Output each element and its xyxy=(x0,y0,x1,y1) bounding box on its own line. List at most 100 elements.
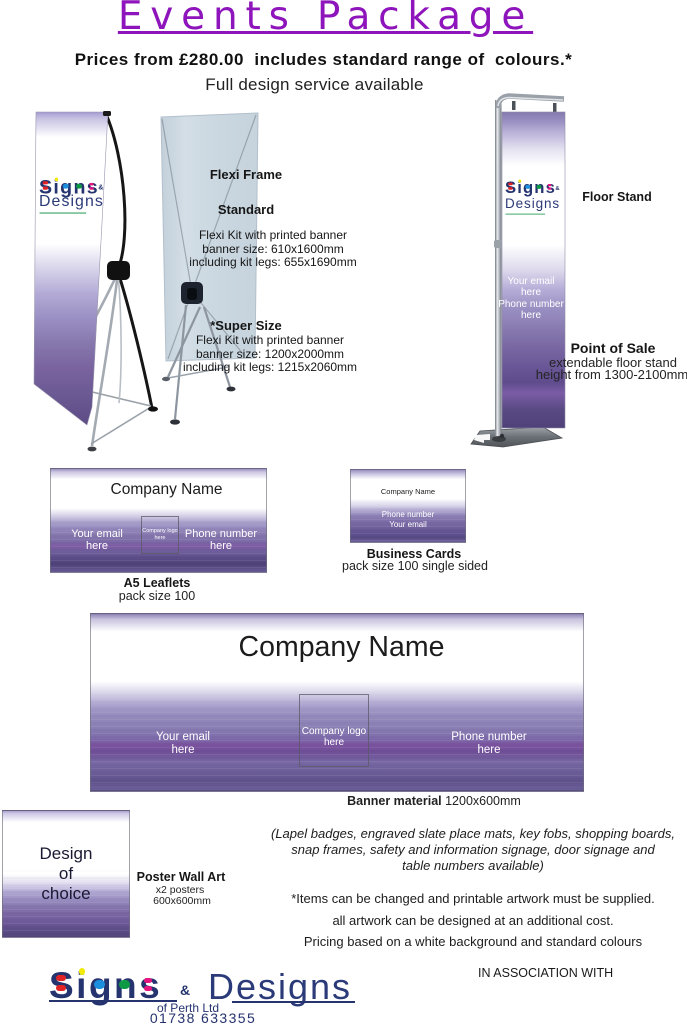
flexi-frame-heading: Flexi Frame xyxy=(209,167,283,182)
a5-logo-box: Company logo here xyxy=(141,516,179,554)
x-banner-print xyxy=(33,111,109,426)
brand-tagline: of Perth Ltd xyxy=(156,1001,220,1015)
logo-pink-dot xyxy=(89,182,94,186)
logo-green-dot xyxy=(119,980,130,989)
banner-material-caption: Banner material 1200x600mm xyxy=(234,794,634,808)
logo-red-dot xyxy=(508,182,513,186)
brand-signs: Signs xyxy=(39,177,99,197)
logo-red-dot xyxy=(56,985,66,991)
poster-sub1: x2 posters xyxy=(155,884,205,896)
a5-logo-box-text: Company logo here xyxy=(142,528,178,541)
x-banner-hub xyxy=(107,261,130,280)
x-banner-logo: Signs & Designs xyxy=(39,177,219,214)
brand-amp: & xyxy=(98,183,104,192)
banner-material-graphic: Company Name Your email here Company log… xyxy=(90,613,584,792)
super-size-spec-lines: Flexi Kit with printed banner banner siz… xyxy=(150,333,390,375)
point-of-sale-line2: height from 1300-2100mm xyxy=(535,367,687,382)
a5-leaflet-graphic: Company Name Your email here Company log… xyxy=(50,468,267,573)
floor-stand-label: Floor Stand xyxy=(582,190,652,204)
spec-line: including kit legs: 1215x2060mm xyxy=(182,360,358,374)
footer-logo: Signs & Designs of Perth Ltd 01738 63335… xyxy=(28,967,368,1024)
floor-stand-print xyxy=(501,111,566,429)
business-cards-caption-sub: pack size 100 single sided xyxy=(342,559,488,573)
extras-paragraph: (Lapel badges, engraved slate place mats… xyxy=(253,826,687,874)
logo-green-dot xyxy=(536,184,542,189)
brand-signs: Signs xyxy=(49,967,162,1004)
extras-line: snap frames, safety and information sign… xyxy=(291,842,655,857)
logo-pink-dot xyxy=(547,183,552,187)
banner-material-caption-size: 1200x600mm xyxy=(441,794,521,808)
business-cards-caption: Business Cards xyxy=(366,547,462,561)
standard-heading: Standard xyxy=(217,202,275,217)
brand-designs: Designs xyxy=(208,966,353,1007)
logo-blue-dot xyxy=(62,183,69,189)
floor-stand-logo: Signs & Designs xyxy=(505,179,658,215)
design-service-line: Full design service available xyxy=(205,75,424,94)
point-of-sale-heading: Point of Sale xyxy=(570,340,656,356)
bc-company-name: Company Name xyxy=(380,487,436,496)
bm-logo-box-text: Company logo here xyxy=(301,726,367,748)
bm-company-name: Company Name xyxy=(238,631,445,663)
poster-caption: Poster Wall Art xyxy=(136,870,226,884)
bm-phone: Phone number here xyxy=(451,731,527,756)
extras-line: (Lapel badges, engraved slate place mats… xyxy=(271,826,675,841)
a5-phone: Phone number here xyxy=(184,528,258,552)
bc-phone: Phone number xyxy=(381,510,435,519)
flexi-frame-rear-graphic xyxy=(160,112,259,425)
brand-designs: Designs xyxy=(39,192,104,210)
floor-stand-graphic xyxy=(470,93,566,448)
a5-email: Your email here xyxy=(71,528,123,552)
logo-blue-dot xyxy=(525,184,531,189)
logo-underline-signs xyxy=(49,1000,177,1002)
logo-pink-dot xyxy=(89,186,94,190)
point-of-sale-line1: extendable floor stand xyxy=(549,355,677,370)
logo-yellow-dot xyxy=(518,179,522,183)
logo-green-underline xyxy=(39,212,87,214)
brand-signs: Signs xyxy=(505,179,556,196)
floor-stand-pole xyxy=(495,100,502,440)
logo-yellow-dot xyxy=(54,177,59,181)
logo-green-dot xyxy=(76,183,82,189)
brand-phone: 01738 633355 xyxy=(149,1010,257,1024)
a5-company-name: Company Name xyxy=(110,481,223,498)
banner-material-caption-bold: Banner material xyxy=(347,794,442,808)
logo-red-dot xyxy=(508,187,513,190)
a5-caption: A5 Leaflets xyxy=(123,576,191,590)
note-artwork: all artwork can be designed at an additi… xyxy=(332,913,614,928)
bm-logo-box: Company logo here xyxy=(299,694,369,767)
x-banner-stand-graphic xyxy=(33,111,158,452)
logo-yellow-dot xyxy=(78,968,85,975)
logo-underline-designs xyxy=(232,1001,355,1003)
spec-line: banner size: 610x1600mm xyxy=(202,241,344,256)
super-size-heading: *Super Size xyxy=(210,318,282,333)
logo-red-dot xyxy=(42,181,49,185)
brand-amp: & xyxy=(555,184,560,192)
note-items: *Items can be changed and printable artw… xyxy=(291,891,655,906)
bm-email: Your email here xyxy=(156,731,210,756)
business-card-graphic: Company Name Phone number Your email xyxy=(350,469,466,543)
floor-banner-phone: Phone number here xyxy=(498,299,564,321)
logo-green-underline xyxy=(505,213,546,215)
logo-blue-dot xyxy=(94,980,105,989)
spec-line: including kit legs: 655x1690mm xyxy=(189,255,357,269)
poster-sub2: 600x600mm xyxy=(153,895,211,907)
page-title: Events Package xyxy=(117,0,534,39)
bc-email: Your email xyxy=(389,520,427,529)
price-line: Prices from £280.00 includes standard ra… xyxy=(74,50,573,69)
spec-line: banner size: 1200x2000mm xyxy=(195,346,345,361)
note-pricing: Pricing based on a white background and … xyxy=(303,934,643,949)
extras-line: table numbers available) xyxy=(402,858,544,873)
logo-pink-dot xyxy=(144,978,152,983)
brand-designs: Designs xyxy=(505,196,561,211)
logo-pink-dot xyxy=(547,187,552,190)
floor-stand-base xyxy=(470,426,564,448)
brand-amp: & xyxy=(180,982,191,998)
standard-spec-lines: Flexi Kit with printed banner banner siz… xyxy=(153,228,393,270)
spec-line: Flexi Kit with printed banner xyxy=(198,228,348,242)
poster-text: Design of choice xyxy=(39,844,93,903)
logo-red-dot xyxy=(42,186,49,190)
spec-line: Flexi Kit with printed banner xyxy=(195,333,345,347)
floor-banner-email: Your email here xyxy=(507,276,555,298)
a5-caption-sub: pack size 100 xyxy=(118,589,196,603)
gradient-stripes xyxy=(351,470,465,542)
